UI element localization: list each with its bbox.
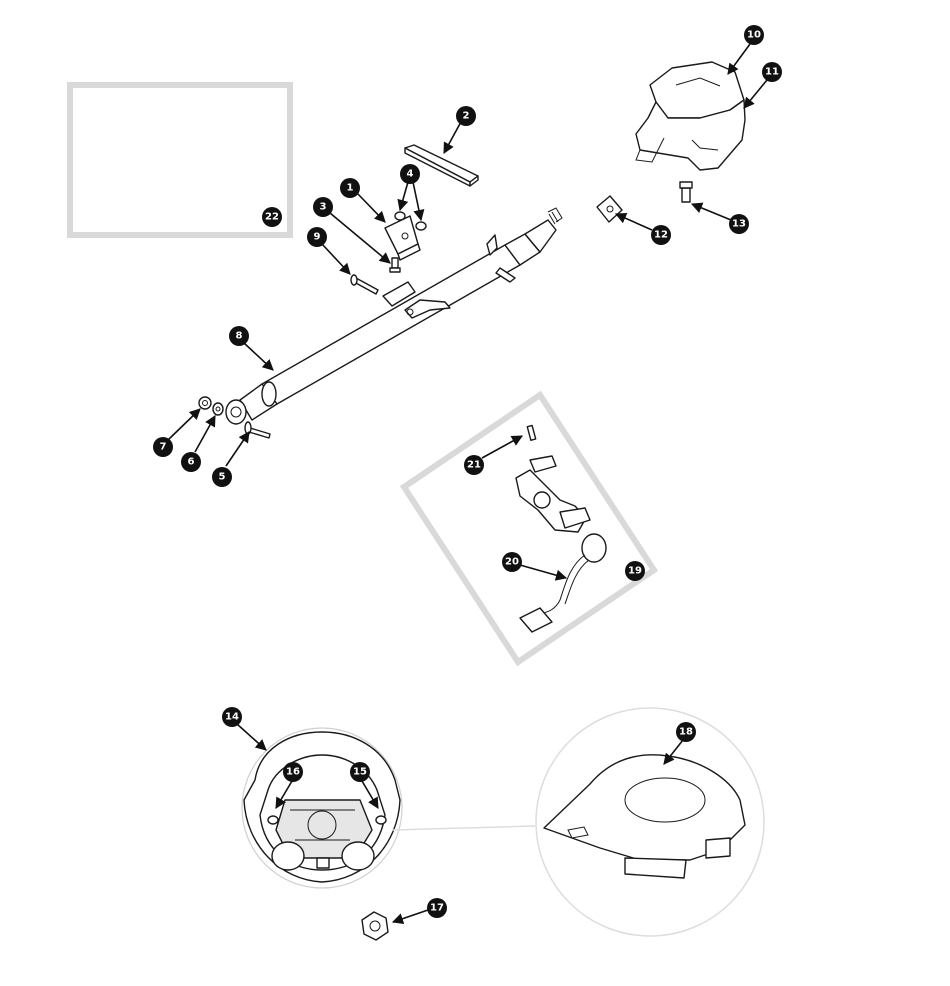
column-shroud [635,61,746,171]
callout-20-label: 20 [505,557,519,568]
callout-16: 16 [283,762,303,782]
callout-15: 15 [350,762,370,782]
callout-10: 10 [744,25,764,45]
callout-16-label: 16 [286,767,300,778]
callout-18-label: 18 [679,727,693,738]
callout-12-label: 12 [654,230,668,241]
callout-6: 6 [181,452,201,472]
ignition-lock-frame [399,390,659,667]
callout-2-label: 2 [463,111,470,122]
callout-14-label: 14 [225,712,239,723]
callout-13-label: 13 [732,219,746,230]
callout-8: 8 [229,326,249,346]
callout-5: 5 [212,467,232,487]
callout-17: 17 [427,898,447,918]
callout-19: 19 [625,561,645,581]
callout-7: 7 [153,437,173,457]
callout-15-label: 15 [353,767,367,778]
callout-3: 3 [313,197,333,217]
airbag-module [543,754,746,879]
callout-6-label: 6 [188,457,195,468]
callout-9-label: 9 [314,232,321,243]
nut [198,396,212,410]
callout-4: 4 [400,164,420,184]
callout-17-label: 17 [430,903,444,914]
callout-12: 12 [651,225,671,245]
reference-box-22 [67,82,293,238]
nuts [394,211,427,231]
callout-21: 21 [464,455,484,475]
callout-20: 20 [502,552,522,572]
long-bolt [350,274,379,295]
small-bolt [389,257,401,273]
callout-11-label: 11 [765,67,779,78]
ignition-lock-assembly [515,424,607,633]
spacer-pad [404,144,479,187]
callout-7-label: 7 [160,442,167,453]
wheel-nut [361,911,389,941]
pinch-bolt [244,421,271,439]
callout-21-label: 21 [467,460,481,471]
callout-9: 9 [307,227,327,247]
callout-1-label: 1 [347,183,354,194]
callout-8-label: 8 [236,331,243,342]
callout-10-label: 10 [747,30,761,41]
callout-22: 22 [262,207,282,227]
callout-5-label: 5 [219,472,226,483]
callout-4-label: 4 [407,169,414,180]
callout-19-label: 19 [628,566,642,577]
leader-lines [167,43,768,925]
callout-3-label: 3 [320,202,327,213]
callout-13: 13 [729,214,749,234]
callout-18: 18 [676,722,696,742]
callout-2: 2 [456,106,476,126]
trim-screw [679,181,693,203]
callout-11: 11 [762,62,782,82]
steering-column-tube [225,207,563,425]
retaining-clip [596,195,623,223]
washer [212,402,224,416]
callout-22-label: 22 [265,212,279,223]
callout-1: 1 [340,178,360,198]
mounting-bracket [384,215,421,261]
callout-14: 14 [222,707,242,727]
